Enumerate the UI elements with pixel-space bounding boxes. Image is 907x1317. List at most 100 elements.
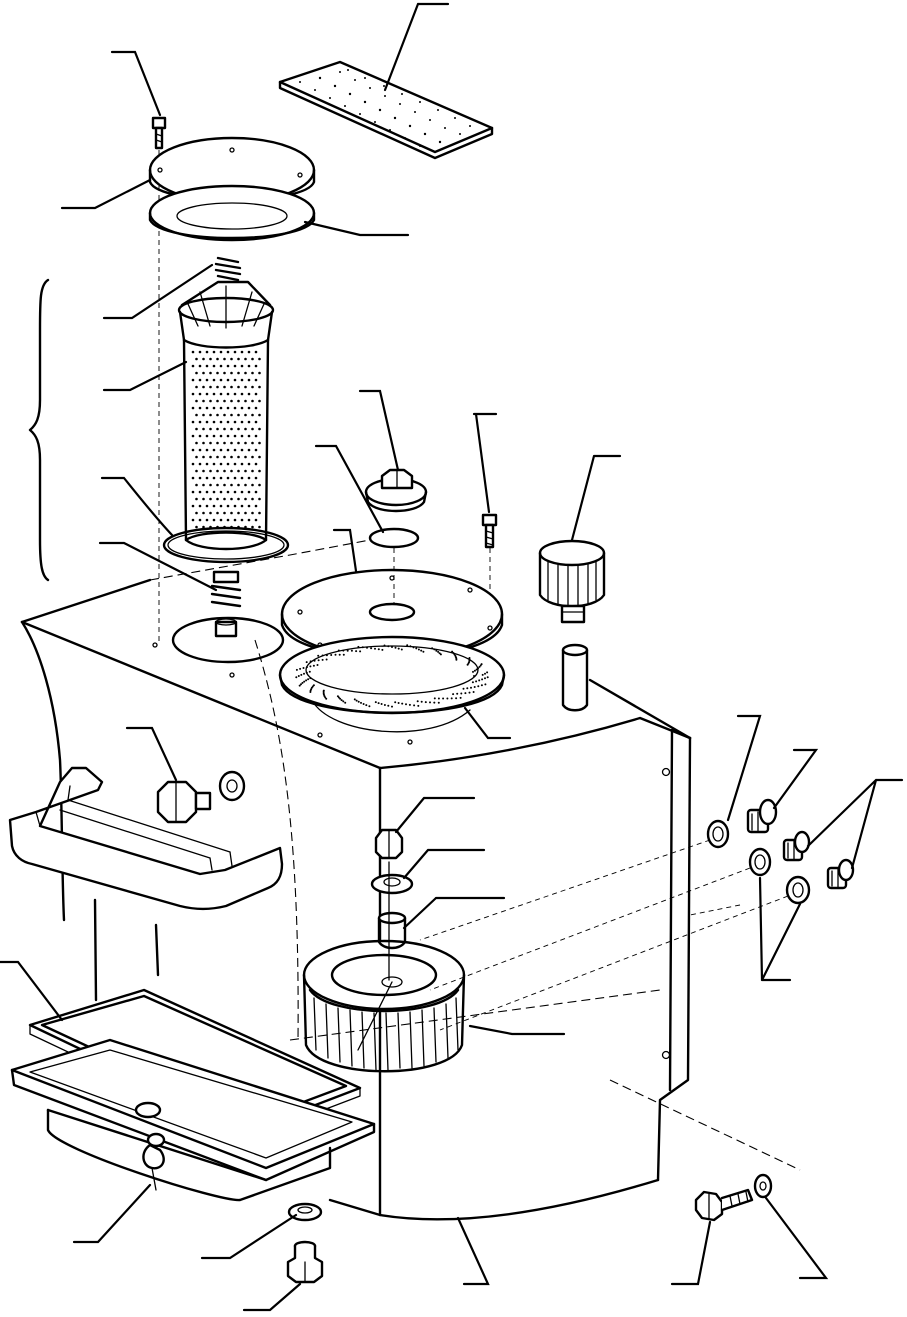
gasket-dot xyxy=(355,650,358,653)
gasket-dot xyxy=(317,659,320,662)
mesh-dot xyxy=(226,434,230,438)
mesh-dot xyxy=(251,525,254,529)
gasket-dot xyxy=(405,703,407,706)
mesh-dot xyxy=(226,490,230,494)
mesh-dot xyxy=(244,427,247,431)
mesh-dot xyxy=(205,504,209,508)
mesh-dot xyxy=(202,399,205,403)
mesh-dot xyxy=(237,497,240,501)
mesh-dot xyxy=(191,504,195,508)
top-bolt xyxy=(151,116,167,645)
mesh-dot xyxy=(240,350,244,354)
mesh-dot xyxy=(237,511,240,515)
mesh-dot xyxy=(258,441,261,445)
gasket-dot xyxy=(366,646,368,649)
mesh-dot xyxy=(226,378,230,382)
gasket-dot xyxy=(409,645,412,648)
mesh-dot xyxy=(240,448,244,452)
mesh-dot xyxy=(198,350,202,354)
mesh-dot xyxy=(191,518,195,522)
mesh-dot xyxy=(191,420,195,424)
mesh-dot xyxy=(195,483,198,487)
gasket-dot xyxy=(452,693,455,696)
gasket-dot xyxy=(325,654,328,657)
mesh-dot xyxy=(205,378,209,382)
gasket-dot xyxy=(305,666,308,669)
mesh-dot xyxy=(195,441,198,445)
mesh-dot xyxy=(240,490,244,494)
mesh-dot xyxy=(219,448,223,452)
gasket-dot xyxy=(344,701,347,704)
mesh-dot xyxy=(223,399,226,403)
mesh-dot xyxy=(233,448,237,452)
gasket-dot xyxy=(370,647,373,650)
mesh-dot xyxy=(226,406,230,410)
mesh-dot xyxy=(212,406,216,410)
mesh-dot xyxy=(233,378,237,382)
mesh-dot xyxy=(240,518,244,522)
drain-key xyxy=(142,1132,166,1191)
gasket-dot xyxy=(415,647,418,650)
gasket-dot xyxy=(413,704,416,707)
gasket-dot xyxy=(297,675,300,677)
mesh-dot xyxy=(230,441,233,445)
mesh-dot xyxy=(219,406,223,410)
mesh-dot xyxy=(209,371,212,375)
mesh-dot xyxy=(198,406,202,410)
gasket-dot xyxy=(397,702,400,704)
gasket-dot xyxy=(353,698,356,701)
mesh-dot xyxy=(209,399,212,403)
gasket-dot xyxy=(473,686,476,688)
mesh-dot xyxy=(251,371,254,375)
mesh-dot xyxy=(216,399,219,403)
gasket-dot xyxy=(368,705,371,708)
mesh-dot xyxy=(219,350,223,354)
mesh-dot xyxy=(209,497,212,501)
filter-element xyxy=(177,280,275,551)
mesh-dot xyxy=(230,427,233,431)
mesh-dot xyxy=(247,350,251,354)
mesh-dot xyxy=(205,434,209,438)
gasket-dot xyxy=(466,663,469,666)
mesh-dot xyxy=(237,357,240,361)
gasket-dot xyxy=(455,697,458,700)
mesh-dot xyxy=(240,364,244,368)
mesh-dot xyxy=(237,441,240,445)
mesh-dot xyxy=(233,518,237,522)
mesh-dot xyxy=(223,483,226,487)
mesh-dot xyxy=(195,427,198,431)
mesh-dot xyxy=(202,441,205,445)
mesh-dot xyxy=(202,497,205,501)
gasket-dot xyxy=(365,704,368,707)
gasket-dot xyxy=(300,683,302,686)
gasket-dot xyxy=(439,653,442,656)
gasket-dot xyxy=(377,702,380,705)
mesh-dot xyxy=(247,406,251,410)
mesh-dot xyxy=(244,385,247,389)
gasket-dot xyxy=(484,677,486,680)
mesh-dot xyxy=(233,392,237,396)
mesh-dot xyxy=(226,476,230,480)
mesh-dot xyxy=(191,364,195,368)
mesh-dot xyxy=(226,420,230,424)
mesh-dot xyxy=(254,406,258,410)
mesh-dot xyxy=(230,385,233,389)
mesh-dot xyxy=(233,490,237,494)
mesh-dot xyxy=(226,448,230,452)
mesh-dot xyxy=(223,455,226,459)
mesh-dot xyxy=(226,350,230,354)
breather-tube xyxy=(561,643,589,712)
mesh-dot xyxy=(209,357,212,361)
mesh-dot xyxy=(202,455,205,459)
gasket-dot xyxy=(470,686,472,689)
gasket-dot xyxy=(302,667,305,669)
gasket-dot xyxy=(342,653,345,656)
mesh-dot xyxy=(198,420,202,424)
gasket-dot xyxy=(362,703,365,705)
gasket-dot xyxy=(317,654,320,657)
mesh-dot xyxy=(230,469,233,473)
mesh-dot xyxy=(212,490,216,494)
mesh-dot xyxy=(258,385,261,389)
valve-seat xyxy=(214,618,238,638)
